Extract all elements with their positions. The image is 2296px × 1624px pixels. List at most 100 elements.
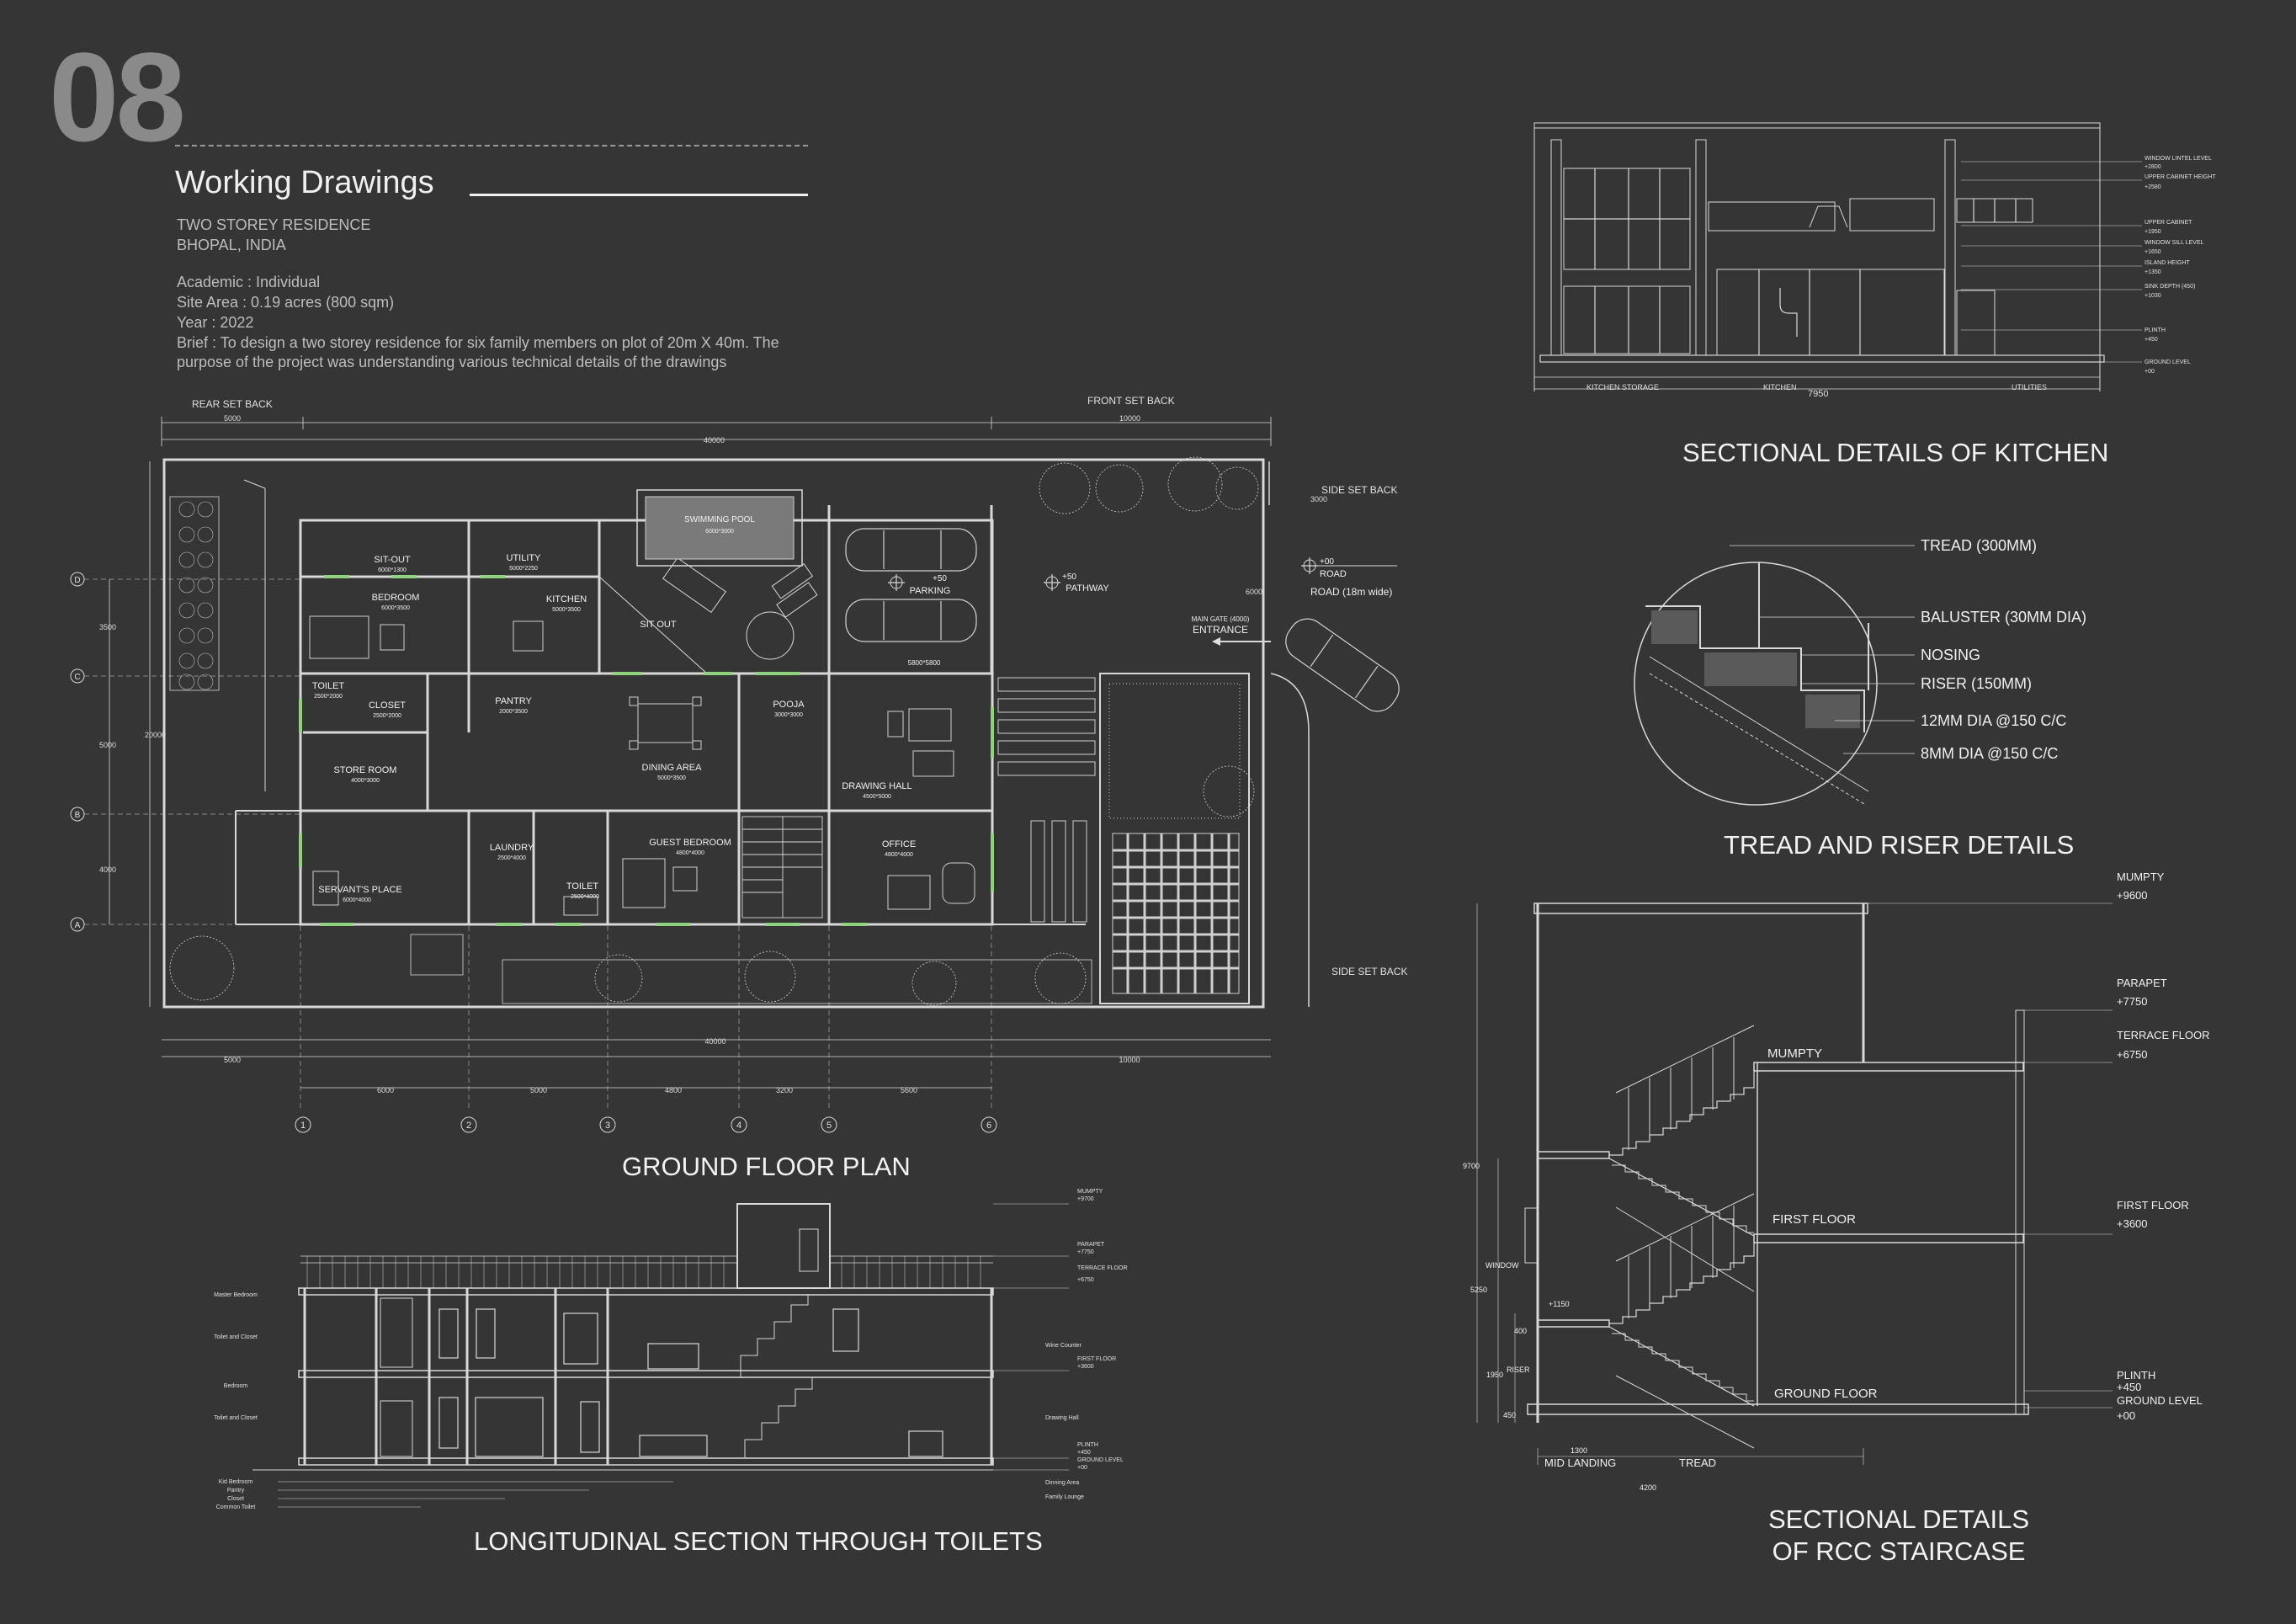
meta-brief-line-2: purpose of the project was understanding…: [177, 354, 727, 370]
grid-row-a: A: [75, 921, 81, 930]
windows: [299, 575, 994, 926]
room-pathway: PATHWAY: [1066, 583, 1109, 594]
st-label-window: WINDOW: [1485, 1261, 1519, 1270]
rear-shrubs: [178, 501, 214, 690]
bay-dim-4: 3200: [776, 1086, 793, 1094]
tread-riser-detail: [1634, 545, 1915, 806]
st-level-parapet: PARAPET: [2117, 977, 2167, 989]
room-dining-size: 5000*3500: [657, 775, 686, 781]
room-guest: GUEST BEDROOM: [649, 838, 731, 848]
tread-riser-caption: TREAD AND RISER DETAILS: [1724, 830, 2074, 860]
ls-label-dinning-area: Dinning Area: [1045, 1480, 1079, 1486]
pergola-grid: [1112, 833, 1240, 994]
ls-level-first-floor-value: +3600: [1077, 1364, 1094, 1370]
st-label-tread: TREAD: [1679, 1456, 1716, 1469]
k-level-lintel: WINDOW LINTEL LEVEL: [2145, 156, 2212, 162]
plot-boundary: [162, 458, 1265, 1009]
ls-level-first-floor: FIRST FLOOR: [1077, 1356, 1116, 1362]
project-name: TWO STOREY RESIDENCE: [177, 216, 371, 233]
ls-level-ground-value: +00: [1077, 1465, 1087, 1471]
st-label-mid-landing: MID LANDING: [1544, 1456, 1616, 1469]
right-dim-mid: 6000: [1246, 588, 1262, 596]
k-level-ground: GROUND LEVEL: [2145, 359, 2191, 365]
room-swimming-pool-size: 6000*3000: [705, 529, 734, 535]
room-laundry-size: 2500*4000: [497, 855, 526, 861]
ls-level-mumpty: MUMPTY: [1077, 1189, 1103, 1195]
tr-label-12mm: 12MM DIA @150 C/C: [1921, 712, 2066, 729]
room-utility: UTILITY: [507, 553, 542, 563]
room-parking: PARKING: [910, 586, 951, 596]
sitout-table: [746, 611, 795, 660]
room-toilet-1: TOILET: [312, 681, 345, 691]
ground-floor-plan-caption: GROUND FLOOR PLAN: [622, 1152, 911, 1181]
left-dim-overall: 20000: [145, 731, 166, 739]
right-dim-top: 3000: [1310, 495, 1327, 503]
grid-col-4: 4: [736, 1121, 741, 1131]
ls-label-toilet-closet-1: Toilet and Closet: [214, 1334, 258, 1340]
ls-level-plinth-value: +450: [1077, 1450, 1091, 1456]
entrance-label: ENTRANCE: [1193, 624, 1248, 636]
side-setback-bottom-label: SIDE SET BACK: [1331, 966, 1407, 977]
room-servants-size: 6000*4000: [343, 897, 371, 903]
top-dim-overall: 40000: [704, 436, 725, 445]
st-level-first-floor: FIRST FLOOR: [2117, 1199, 2189, 1211]
st-level-ground: GROUND LEVEL: [2117, 1394, 2203, 1407]
room-kitchen: KITCHEN: [546, 594, 587, 604]
grid-col-bubbles: [295, 1116, 997, 1133]
swimming-pool-outline: [636, 489, 803, 567]
room-toilet-1-size: 2500*2000: [314, 694, 343, 700]
meta-year: Year : 2022: [177, 314, 254, 331]
k-level-upper-cab-height-value: +2580: [2145, 184, 2161, 190]
st-level-mumpty-value: +9600: [2117, 889, 2148, 902]
st-dim-h4: 400: [1514, 1327, 1527, 1335]
left-dim-dc: 3500: [99, 623, 116, 631]
room-utility-size: 5000*2250: [509, 566, 538, 572]
ls-label-wine-counter: Wine Counter: [1045, 1343, 1082, 1349]
staircase-plan: [741, 816, 823, 918]
title-underline: [470, 194, 808, 196]
parking-size: 5800*5800: [908, 659, 941, 667]
st-label-first-floor: FIRST FLOOR: [1772, 1212, 1856, 1227]
k-level-plinth: PLINTH: [2145, 327, 2166, 333]
sheet-number: 08: [49, 26, 186, 168]
sheet-title: Working Drawings: [175, 165, 434, 200]
road-level: +00: [1320, 557, 1334, 567]
ls-label-drawing-hall: Drawing Hall: [1045, 1415, 1079, 1421]
level-markers: [888, 557, 1397, 591]
room-sitout-1: SIT-OUT: [374, 555, 411, 565]
ls-level-parapet-value: +7750: [1077, 1249, 1094, 1255]
st-level-ground-value: +00: [2117, 1409, 2135, 1422]
left-dim-ba: 4000: [99, 865, 116, 874]
kitchen-section-caption: SECTIONAL DETAILS OF KITCHEN: [1682, 438, 2108, 467]
st-label-mumpty: MUMPTY: [1767, 1046, 1822, 1061]
k-level-island-value: +1350: [2145, 269, 2161, 275]
room-bedroom: BEDROOM: [372, 593, 420, 603]
bay-dim-2: 5000: [530, 1086, 547, 1094]
ls-label-bedroom: Bedroom: [224, 1383, 248, 1389]
k-level-sill-value: +1650: [2145, 249, 2161, 255]
grid-col-6: 6: [986, 1121, 991, 1131]
k-level-island: ISLAND HEIGHT: [2145, 260, 2190, 266]
longitudinal-section: [252, 1203, 1069, 1508]
tr-label-8mm: 8MM DIA @150 C/C: [1921, 745, 2058, 762]
staircase-section: [1476, 903, 2113, 1465]
meta-site-area: Site Area : 0.19 acres (800 sqm): [177, 294, 395, 311]
main-gate-label: MAIN GATE (4000): [1192, 615, 1250, 623]
room-drawing: DRAWING HALL: [842, 781, 911, 791]
k-level-upper-cab: UPPER CABINET: [2145, 220, 2192, 226]
room-pantry: PANTRY: [495, 696, 532, 706]
k-level-upper-cab-height: UPPER CABINET HEIGHT: [2145, 174, 2216, 180]
room-servants: SERVANT'S PLACE: [318, 885, 402, 895]
rear-landscape-strip: [169, 496, 220, 691]
bay-dim-1: 6000: [377, 1086, 394, 1094]
st-label-ground-floor: GROUND FLOOR: [1774, 1387, 1878, 1401]
parking-level: +50: [933, 574, 947, 583]
trees: [169, 456, 1259, 1006]
st-dim-h5: 450: [1503, 1411, 1516, 1419]
grid-row-bubbles: [70, 572, 85, 932]
room-store: STORE ROOM: [334, 765, 397, 775]
k-total-dim: 7950: [1808, 389, 1828, 399]
grid-row-d: D: [74, 576, 80, 585]
grid-col-5: 5: [826, 1121, 832, 1131]
